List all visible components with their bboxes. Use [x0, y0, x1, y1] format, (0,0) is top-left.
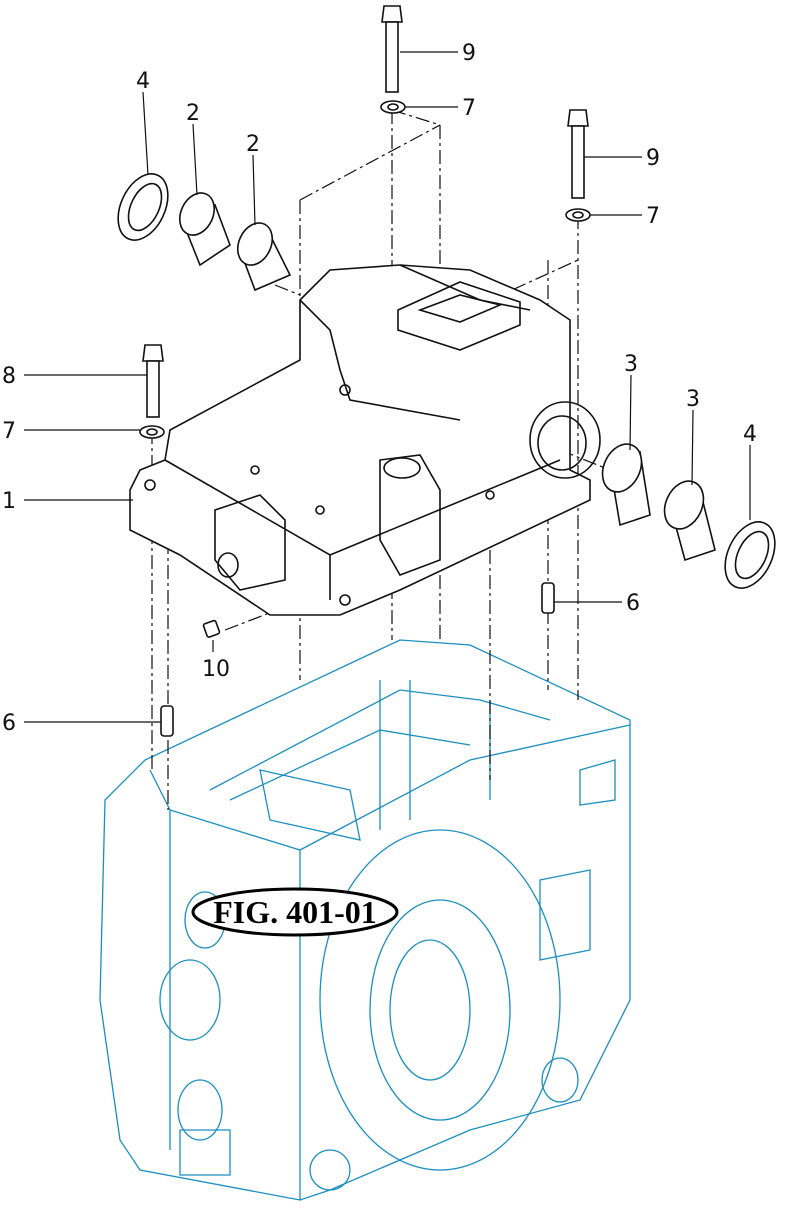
callout-4: 4 [743, 422, 757, 447]
callout-leaders [24, 51, 751, 723]
callout-7: 7 [462, 96, 476, 121]
callout-9: 9 [646, 146, 660, 171]
figure-label: FIG. 401-01 [191, 887, 399, 937]
callout-6: 6 [626, 591, 640, 616]
callout-6: 6 [2, 711, 16, 736]
callout-2: 2 [186, 101, 200, 126]
callout-1: 1 [2, 489, 16, 514]
lift-cover [129, 264, 601, 616]
callout-4: 4 [136, 69, 150, 94]
callout-3: 3 [686, 387, 700, 412]
svg-text:FIG. 401-01: FIG. 401-01 [213, 894, 377, 930]
small-parts [117, 5, 776, 737]
callout-3: 3 [624, 352, 638, 377]
callout-7: 7 [646, 204, 660, 229]
callout-9: 9 [462, 41, 476, 66]
callout-2: 2 [246, 132, 260, 157]
callout-10: 10 [202, 657, 230, 682]
callout-7: 7 [2, 419, 16, 444]
callout-numbers: 9 7 9 7 4 2 2 8 7 1 3 3 4 6 10 6 [2, 41, 757, 736]
callout-8: 8 [2, 364, 16, 389]
